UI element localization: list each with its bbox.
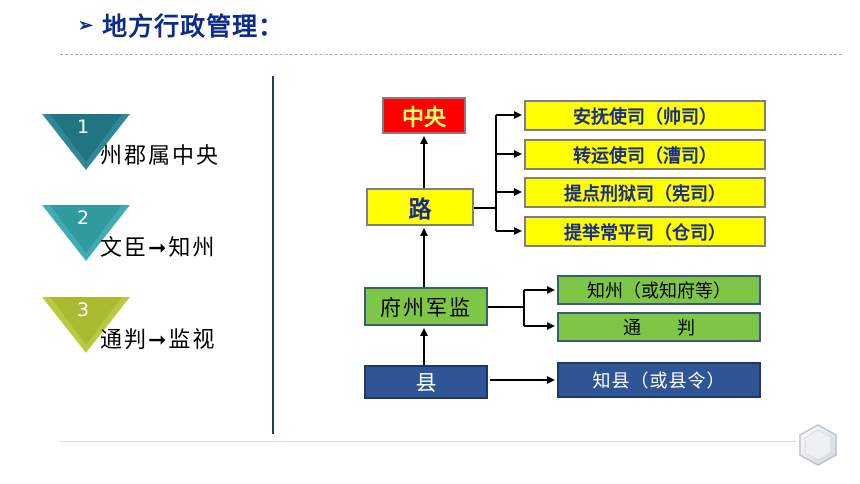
bottom-divider <box>60 441 796 442</box>
list-item-3: 3 通判➞监视 <box>42 295 272 365</box>
triangle-badge-icon <box>42 205 130 261</box>
box-central: 中央 <box>382 97 466 134</box>
box-zhizhou: 知州（或知府等） <box>557 275 761 305</box>
box-lu-office-4: 提举常平司（仓司） <box>524 216 766 247</box>
box-fu-zhou-jun-jian: 府州军监 <box>364 287 488 326</box>
box-lu-office-3: 提点刑狱司（宪司） <box>524 177 766 208</box>
box-tongpan: 通 判 <box>557 312 761 342</box>
item-number: 2 <box>76 207 90 229</box>
item-number: 1 <box>76 116 90 138</box>
page-title: ➢ 地方行政管理： <box>78 6 284 44</box>
box-lu-office-1: 安抚使司（帅司） <box>524 100 766 131</box>
top-divider <box>60 54 842 55</box>
item-text: 州郡属中央 <box>100 144 221 169</box>
item-number: 3 <box>76 299 90 321</box>
hexagon-nav-icon[interactable] <box>796 423 840 467</box>
box-zhixian: 知县（或县令） <box>557 362 761 398</box>
triangle-badge-icon <box>42 114 130 170</box>
item-text: 文臣➞知州 <box>100 236 217 261</box>
box-lu: 路 <box>366 188 474 226</box>
list-item-2: 2 文臣➞知州 <box>42 203 272 273</box>
box-lu-office-2: 转运使司（漕司） <box>524 139 766 170</box>
triangle-badge-icon <box>42 297 130 353</box>
list-item-1: 1 州郡属中央 <box>42 112 272 182</box>
box-xian: 县 <box>364 365 488 399</box>
page-title-text: 地方行政管理： <box>102 12 285 41</box>
arrow-bullet-icon: ➢ <box>78 14 95 36</box>
item-text: 通判➞监视 <box>100 328 217 353</box>
vertical-divider <box>272 76 274 434</box>
